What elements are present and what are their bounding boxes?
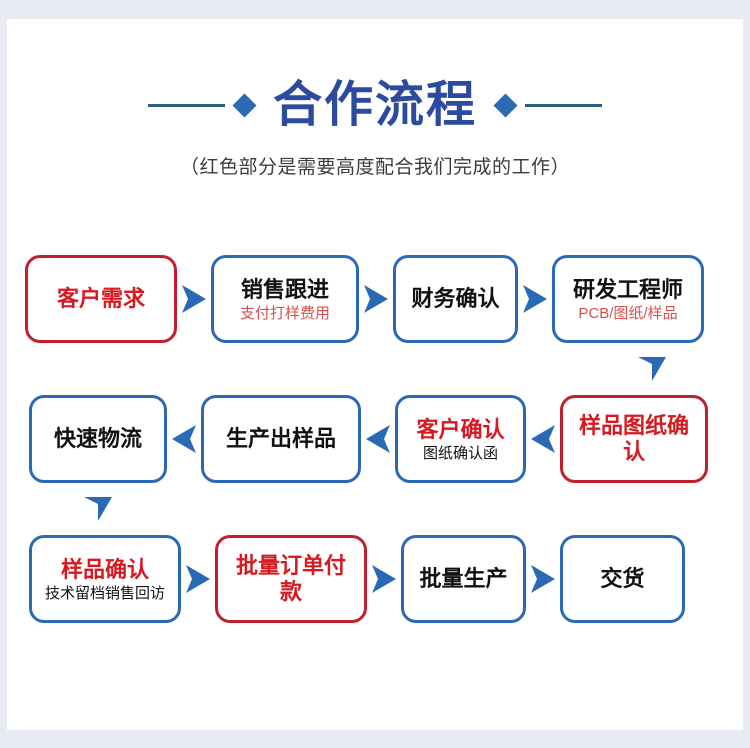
triangle-right-glyph — [531, 565, 555, 593]
arrow-down-icon — [83, 496, 113, 522]
flow-gap-2 — [7, 483, 743, 535]
left-diamond-icon — [232, 93, 257, 118]
flow-box-title: 研发工程师 — [572, 276, 683, 302]
flow-box-delivery[interactable]: 交货 — [560, 535, 685, 623]
triangle-down-glyph — [638, 357, 666, 381]
triangle-left-glyph — [366, 425, 390, 453]
flow-box-rd-engineer[interactable]: 研发工程师 PCB/图纸/样品 — [552, 255, 704, 343]
flow-box-title: 财务确认 — [411, 286, 500, 312]
flow-box-subtitle: 图纸确认函 — [422, 445, 498, 463]
arrow-left-icon — [526, 424, 560, 454]
triangle-down-glyph — [84, 497, 112, 521]
flow-box-customer-confirm[interactable]: 客户确认 图纸确认函 — [395, 395, 526, 483]
flow-box-title: 交货 — [600, 566, 645, 592]
flow-box-title: 客户确认 — [416, 416, 505, 442]
flow-box-subtitle: 支付打样费用 — [239, 305, 330, 323]
flow-box-title: 生产出样品 — [225, 426, 336, 452]
arrow-left-icon — [167, 424, 201, 454]
page-subtitle: （红色部分是需要高度配合我们完成的工作） — [179, 157, 570, 178]
flow-box-title: 批量订单付款 — [236, 553, 347, 604]
flow-box-bulk-order-payment[interactable]: 批量订单付款 — [215, 535, 367, 623]
page-header: 合作流程 （红色部分是需要高度配合我们完成的工作） — [7, 19, 743, 179]
flow-box-fast-logistics[interactable]: 快速物流 — [29, 395, 167, 483]
right-rule-icon — [525, 104, 602, 107]
flow-box-title: 样品图纸确认 — [579, 413, 690, 464]
flow-box-customer-requirement[interactable]: 客户需求 — [25, 255, 177, 343]
left-rule-icon — [147, 104, 225, 107]
page-title: 合作流程 — [272, 78, 477, 132]
arrow-right-icon — [518, 284, 552, 314]
arrow-right-icon — [177, 284, 211, 314]
flowchart-card: 合作流程 （红色部分是需要高度配合我们完成的工作） 客户需求 销售跟进 支付打样… — [7, 19, 743, 730]
flow-box-sales-follow-up[interactable]: 销售跟进 支付打样费用 — [211, 255, 359, 343]
flow-box-title: 样品确认 — [60, 556, 149, 582]
triangle-right-glyph — [186, 565, 210, 593]
flow-row-1: 客户需求 销售跟进 支付打样费用 财务确认 — [7, 255, 743, 343]
arrow-down-icon — [637, 356, 667, 382]
flow-row-2: 快速物流 生产出样品 客户确认 图纸确认函 — [7, 395, 743, 483]
flow-box-produce-sample[interactable]: 生产出样品 — [201, 395, 361, 483]
triangle-right-glyph — [364, 285, 388, 313]
flow-box-title: 批量生产 — [419, 566, 508, 592]
triangle-left-glyph — [172, 425, 196, 453]
flow-box-subtitle: PCB/图纸/样品 — [578, 305, 678, 323]
arrow-right-icon — [181, 564, 215, 594]
flow-row-3: 样品确认 技术留档销售回访 批量订单付款 批量生产 — [7, 535, 743, 623]
flow-box-bulk-production[interactable]: 批量生产 — [401, 535, 526, 623]
title-row: 合作流程 — [7, 81, 743, 130]
flow-box-sample-confirm[interactable]: 样品确认 技术留档销售回访 — [29, 535, 181, 623]
flow-gap-1 — [7, 343, 743, 395]
flow-box-title: 客户需求 — [56, 286, 145, 312]
flow-box-title: 快速物流 — [53, 426, 142, 452]
right-diamond-icon — [493, 93, 518, 118]
triangle-right-glyph — [523, 285, 547, 313]
arrow-right-icon — [359, 284, 393, 314]
flow-box-finance-confirm[interactable]: 财务确认 — [393, 255, 518, 343]
flow-box-subtitle: 技术留档销售回访 — [44, 585, 165, 603]
arrow-right-icon — [367, 564, 401, 594]
flow-box-title: 销售跟进 — [240, 276, 329, 302]
arrow-left-icon — [361, 424, 395, 454]
arrow-right-icon — [526, 564, 560, 594]
process-flow: 客户需求 销售跟进 支付打样费用 财务确认 — [7, 255, 743, 623]
flow-box-sample-drawing-confirm[interactable]: 样品图纸确认 — [560, 395, 708, 483]
triangle-right-glyph — [372, 565, 396, 593]
triangle-right-glyph — [182, 285, 206, 313]
triangle-left-glyph — [531, 425, 555, 453]
